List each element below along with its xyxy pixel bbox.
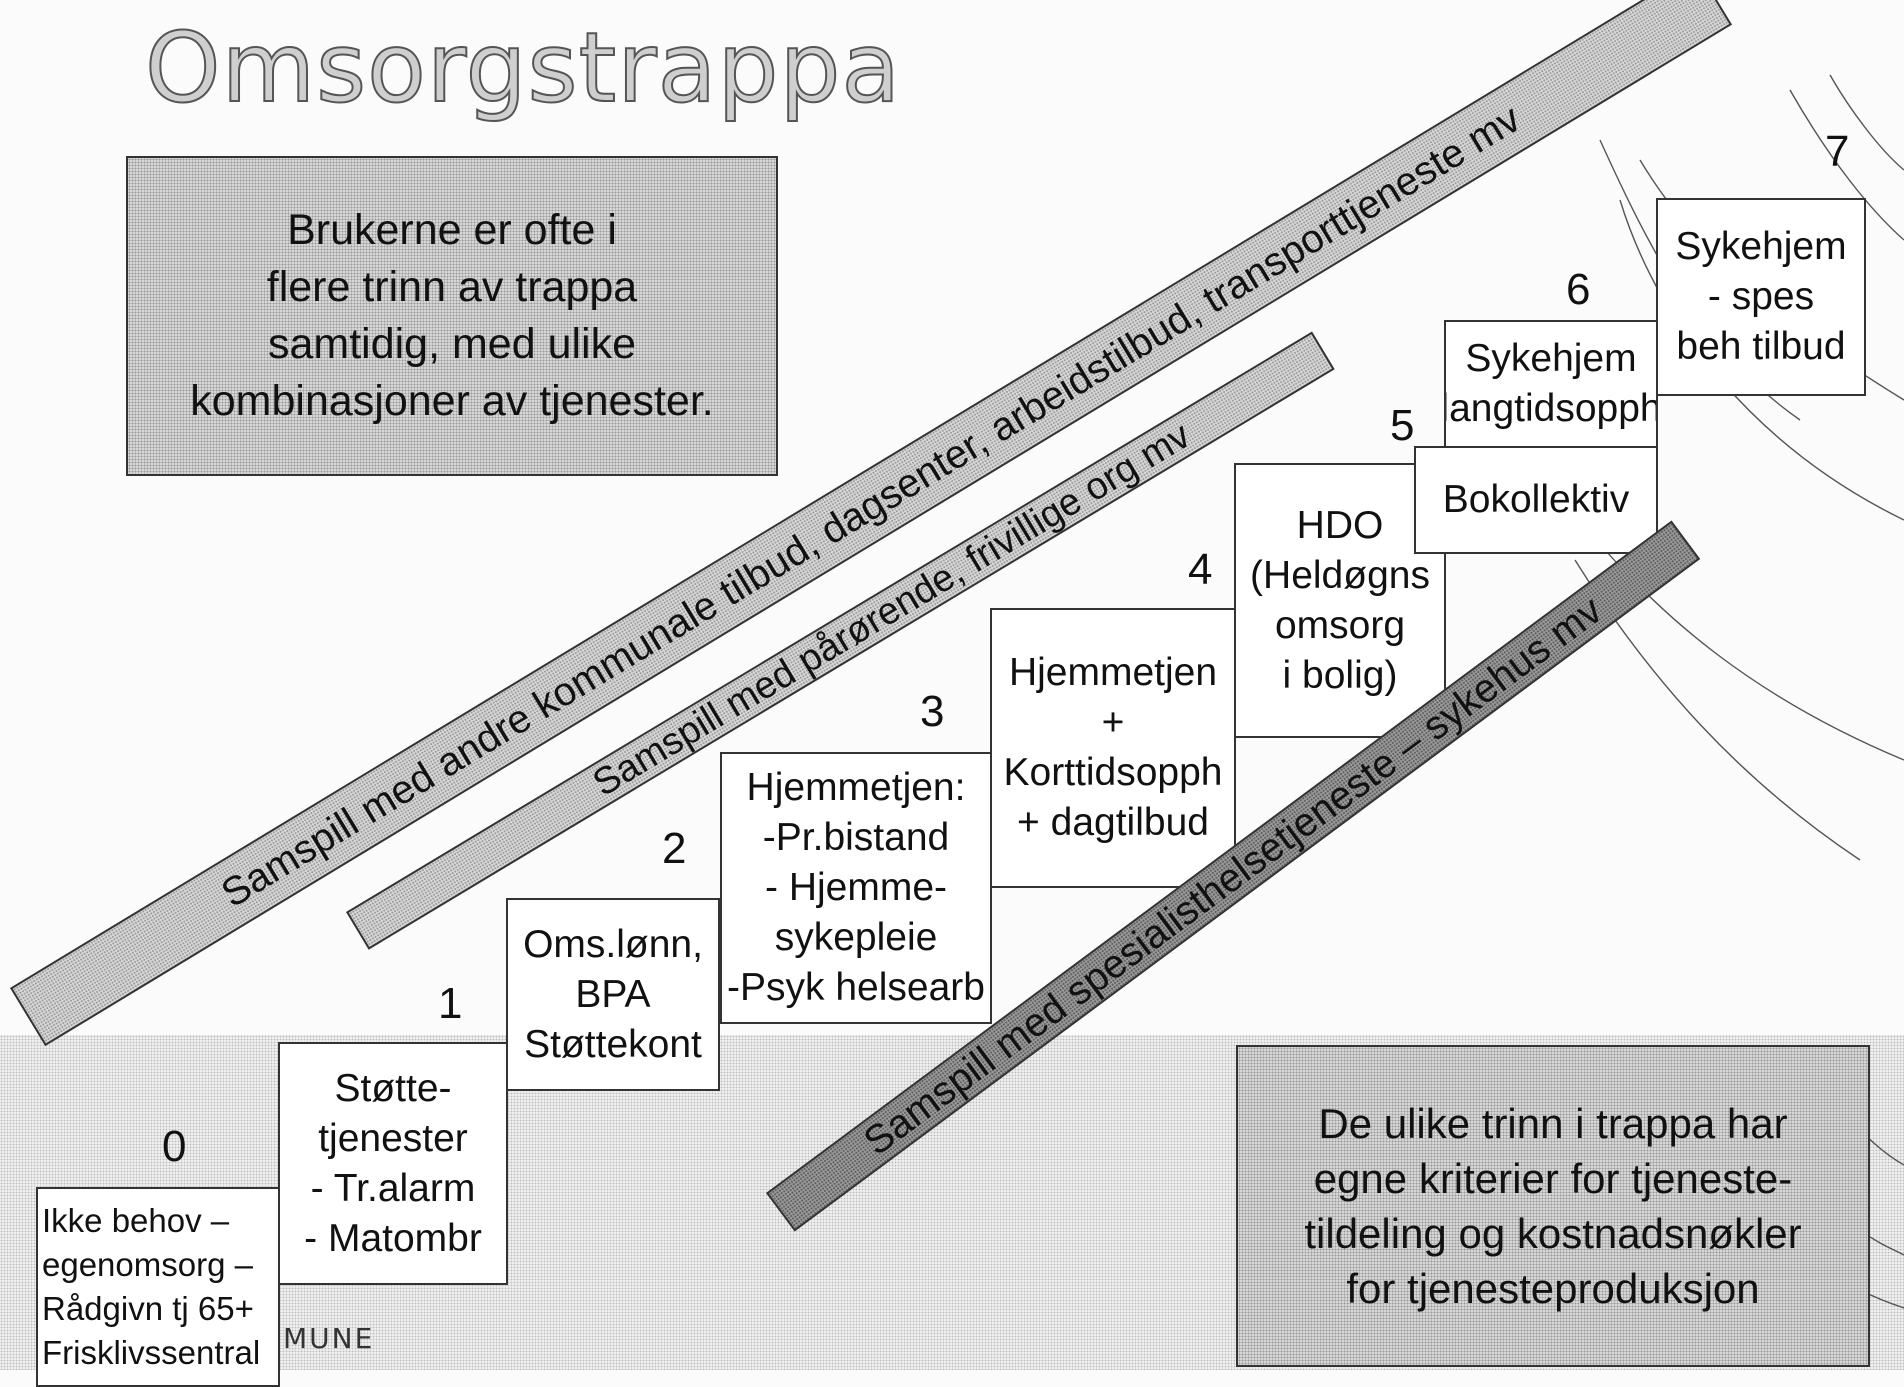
info-line: for tjenesteproduksjon — [1346, 1265, 1760, 1312]
step-line: (Heldøgns — [1250, 553, 1430, 597]
step-box-4: Hjemmetjen + Korttidsopph + dagtilbud — [990, 608, 1236, 888]
info-line: kombinasjoner av tjenester. — [190, 377, 714, 425]
step-line: Hjemmetjen — [1008, 651, 1218, 694]
step-line: - Tr.alarm — [310, 1166, 476, 1210]
step-box-3: Hjemmetjen: -Pr.bistand - Hjemme- sykepl… — [720, 752, 992, 1024]
step-number-3: 3 — [920, 687, 945, 736]
info-line: De ulike trinn i trappa har — [1318, 1100, 1788, 1147]
step-line: - Hjemme- — [765, 866, 947, 909]
step-line: sykepleie — [774, 916, 938, 959]
step-box-1: Støtte- tjenester - Tr.alarm - Matombr — [278, 1042, 508, 1285]
info-box-bottom: De ulike trinn i trappa har egne kriteri… — [1236, 1045, 1870, 1367]
step-line: Bokollektiv — [1442, 478, 1630, 521]
step-line: -Pr.bistand — [762, 816, 950, 859]
step-box-2: Oms.lønn, BPA Støttekont — [506, 898, 720, 1091]
step-line: + dagtilbud — [1017, 801, 1209, 844]
step-number-7: 7 — [1825, 127, 1850, 176]
step-line: Hjemmetjen: — [746, 766, 966, 809]
step-line: - spes — [1707, 275, 1815, 318]
info-line: samtidig, med ulike — [267, 320, 637, 368]
step-line: omsorg — [1274, 603, 1406, 647]
step-box-bokollektiv: Bokollektiv — [1414, 446, 1658, 554]
step-box-7: Sykehjem - spes beh tilbud — [1656, 198, 1866, 396]
step-line: Korttidsopph — [1003, 751, 1223, 794]
step-box-0: Ikke behov – egenomsorg – Rådgivn tj 65+… — [36, 1187, 280, 1387]
step-line: langtidsopph — [1444, 387, 1658, 430]
step-line: Ikke behov – — [42, 1202, 230, 1239]
info-line: egne kriterier for tjeneste- — [1313, 1155, 1793, 1202]
step-line: tjenester — [318, 1116, 468, 1160]
step-number-2: 2 — [662, 824, 687, 873]
step-box-5: HDO (Heldøgns omsorg i bolig) — [1234, 463, 1446, 738]
step-box-6: Sykehjem langtidsopph — [1444, 320, 1658, 448]
step-number-6: 6 — [1566, 265, 1591, 314]
step-number-1: 1 — [438, 979, 463, 1028]
step-line: HDO — [1296, 503, 1384, 547]
step-line: Rådgivn tj 65+ — [42, 1290, 254, 1327]
step-line: Støttekont — [524, 1022, 702, 1066]
info-line: Brukerne er ofte i — [287, 206, 617, 254]
step-line: i bolig) — [1282, 653, 1398, 697]
step-line: beh tilbud — [1676, 325, 1846, 368]
step-line: BPA — [575, 972, 651, 1016]
step-number-4: 4 — [1188, 545, 1213, 594]
step-line: Sykehjem — [1465, 337, 1637, 380]
logo-fragment: MUNE — [283, 1322, 375, 1355]
step-line: Oms.lønn, — [523, 922, 703, 966]
step-line: Sykehjem — [1675, 225, 1847, 268]
info-box-top: Brukerne er ofte i flere trinn av trappa… — [126, 156, 778, 476]
step-line: + — [1101, 701, 1125, 744]
step-line: Støtte- — [334, 1066, 452, 1110]
step-number-0: 0 — [162, 1122, 187, 1171]
step-line: -Psyk helsearb — [727, 966, 985, 1009]
step-line: - Matombr — [304, 1216, 482, 1260]
page-title: Omsorgstrappa — [144, 11, 902, 125]
step-line: egenomsorg – — [42, 1246, 253, 1283]
step-number-5: 5 — [1390, 401, 1415, 450]
info-line: tildeling og kostnadsnøkler — [1304, 1210, 1802, 1257]
info-line: flere trinn av trappa — [266, 263, 638, 311]
step-line: Frisklivssentral — [42, 1334, 261, 1371]
